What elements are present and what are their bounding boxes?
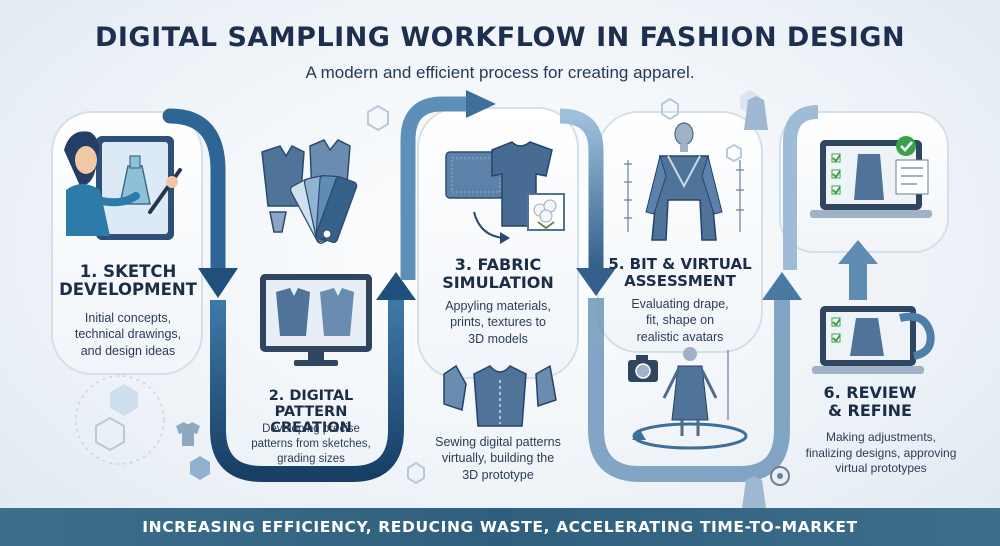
step-6-desc-line3: virtual prototypes — [835, 461, 927, 476]
step-2-title: 2. DIGITAL PATTERN CREATION — [236, 388, 386, 437]
ribbon-segment-1 — [162, 108, 226, 276]
step-3-desc-line2: prints, textures to — [450, 315, 546, 330]
step-5-title-line2: ASSESSMENT — [624, 271, 736, 290]
measuring-tape-icon — [770, 312, 935, 486]
small-garment-icons — [176, 96, 768, 508]
dashed-circle-decoration — [75, 375, 165, 465]
step-2-title-line2: CREATION — [270, 420, 352, 437]
step-4-desc-line1: Sewing digital patterns — [435, 435, 561, 449]
cotton-icon — [527, 193, 565, 231]
page-subtitle: A modern and efficient process for creat… — [305, 63, 695, 82]
step-1-description: Initial concepts, technical drawings, an… — [48, 310, 208, 359]
step-1-title-line1: 1. SKETCH — [79, 262, 177, 281]
ribbon-segment-6 — [783, 105, 819, 270]
step-5-desc-line3: realistic avatars — [636, 329, 724, 344]
tshirt-fabric-icon — [445, 141, 553, 244]
step-6-desc-line1: Making adjustments, — [825, 430, 937, 444]
monitor-pattern-icon — [260, 274, 372, 366]
step-1-desc-line2: technical drawings, — [74, 327, 182, 342]
step-2-desc-line2: patterns from sketches, — [251, 437, 371, 450]
right-arrow-1 — [466, 90, 496, 118]
step-6-title-line1: 6. REVIEW — [823, 383, 917, 402]
step-4-desc-line2: virtually, building the — [441, 451, 555, 466]
camera-icon — [628, 355, 658, 382]
down-arrow-2 — [576, 268, 616, 296]
step-2-desc-line3: grading sizes — [277, 452, 345, 465]
step-5-title: 5. BIT & VIRTUAL ASSESSMENT — [602, 256, 758, 290]
step-3-title-line2: SIMULATION — [442, 272, 554, 292]
step-3-desc-line1: Appyling materials, — [445, 299, 551, 313]
step-1-desc-line3: and design ideas — [80, 343, 176, 358]
step-6-title: 6. REVIEW & REFINE — [800, 384, 940, 420]
laptop-checklist-icon — [810, 136, 932, 374]
robe-mannequin-icon — [624, 122, 744, 241]
footer-text: INCREASING EFFICIENCY, REDUCING WASTE, A… — [142, 518, 858, 536]
step-6-description: Making adjustments, finalizing designs, … — [792, 430, 970, 477]
step-1-title: 1. SKETCH DEVELOPMENT — [48, 262, 208, 300]
up-arrow-1 — [376, 272, 416, 300]
down-arrow-1 — [198, 268, 238, 298]
step-2-title-line1: 2. DIGITAL PATTERN — [268, 388, 354, 421]
ribbon-segment-3 — [400, 96, 468, 280]
step-6-title-line2: & REFINE — [828, 400, 912, 420]
ribbon-segment-2 — [210, 300, 404, 482]
footer-banner: INCREASING EFFICIENCY, REDUCING WASTE, A… — [0, 508, 1000, 546]
step-6-desc-line2: finalizing designs, approving — [805, 445, 957, 460]
step-4-desc-line3: 3D prototype — [462, 467, 534, 482]
ribbon-segment-5 — [588, 298, 790, 482]
page-title: DIGITAL SAMPLING WORKFLOW IN FASHION DES… — [94, 22, 906, 53]
step-1-title-line2: DEVELOPMENT — [59, 280, 197, 300]
step-2-description: Developing precise patterns from sketche… — [236, 422, 386, 467]
up-arrow-2 — [762, 272, 802, 300]
avatar-rotation-icon — [632, 347, 748, 450]
step-5-desc-line1: Evaluating drape, — [631, 297, 729, 311]
step-2-desc-line1: Developing precise — [262, 423, 360, 435]
fabric-swatches-icon — [289, 175, 358, 244]
ribbon-segment-4 — [559, 108, 604, 268]
sewn-vest-icon — [443, 364, 557, 427]
step-5-description: Evaluating drape, fit, shape on realisti… — [602, 296, 758, 345]
step-5-title-line1: 5. BIT & VIRTUAL — [608, 255, 752, 273]
step-1-desc-line1: Initial concepts, — [84, 311, 172, 325]
step-5-desc-line2: fit, shape on — [645, 313, 715, 328]
step-3-description: Appyling materials, prints, textures to … — [426, 298, 570, 347]
hexagon-decoration — [95, 97, 742, 485]
step6-up-arrow-shaft — [849, 262, 867, 300]
designer-tablet-icon — [64, 131, 182, 240]
step-4-description: Sewing digital patterns virtually, build… — [420, 434, 576, 483]
step-3-desc-line3: 3D models — [468, 331, 528, 346]
step-3-title: 3. FABRIC SIMULATION — [426, 256, 570, 292]
step6-up-arrow-head — [838, 240, 878, 264]
step-3-title-line1: 3. FABRIC — [454, 255, 542, 274]
hexagon-filled-decoration — [110, 90, 760, 480]
